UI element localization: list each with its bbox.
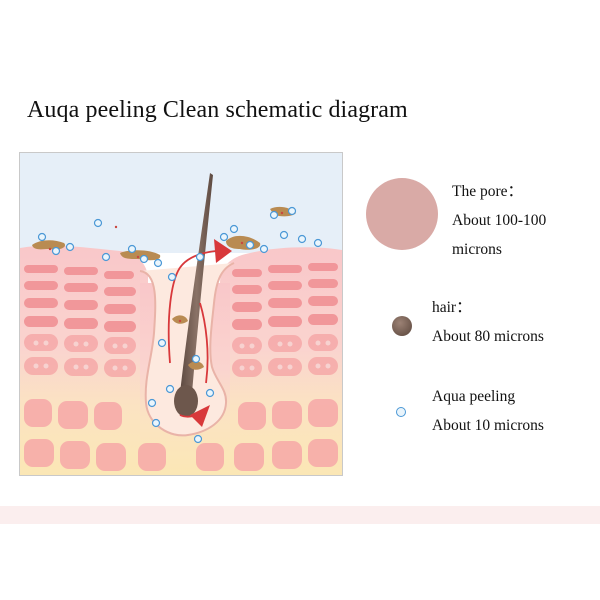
aqua-particles	[37, 206, 323, 444]
aqua-label: Aqua peeling	[432, 388, 516, 405]
pore-circle-icon	[366, 178, 438, 250]
aqua-size: About 10 microns	[432, 417, 544, 434]
pore-unit: microns	[452, 241, 502, 258]
skin-cells	[24, 399, 338, 471]
pore-legend: The pore： About 100-100 microns	[452, 177, 546, 264]
pore-label: The pore：	[452, 183, 524, 200]
aqua-particle-icon	[396, 407, 406, 417]
hair-size: About 80 microns	[432, 328, 544, 345]
skin-cells	[24, 263, 338, 332]
diagram-title: Auqa peeling Clean schematic diagram	[27, 97, 408, 123]
hair-dot-icon	[392, 316, 412, 336]
flow-arrow-head	[190, 405, 210, 427]
hair-shaft	[180, 173, 213, 393]
hair-bulb	[174, 385, 198, 417]
aqua-legend: Aqua peeling About 10 microns	[432, 382, 544, 440]
air-layer	[20, 153, 342, 253]
skin-cells	[24, 334, 338, 377]
skin-cross-section	[19, 152, 343, 476]
hair-label: hair：	[432, 299, 472, 316]
pore-size: About 100-100	[452, 212, 547, 229]
hair-legend: hair： About 80 microns	[432, 293, 544, 351]
bottom-band	[0, 506, 600, 524]
flow-arrow-head	[214, 239, 232, 263]
